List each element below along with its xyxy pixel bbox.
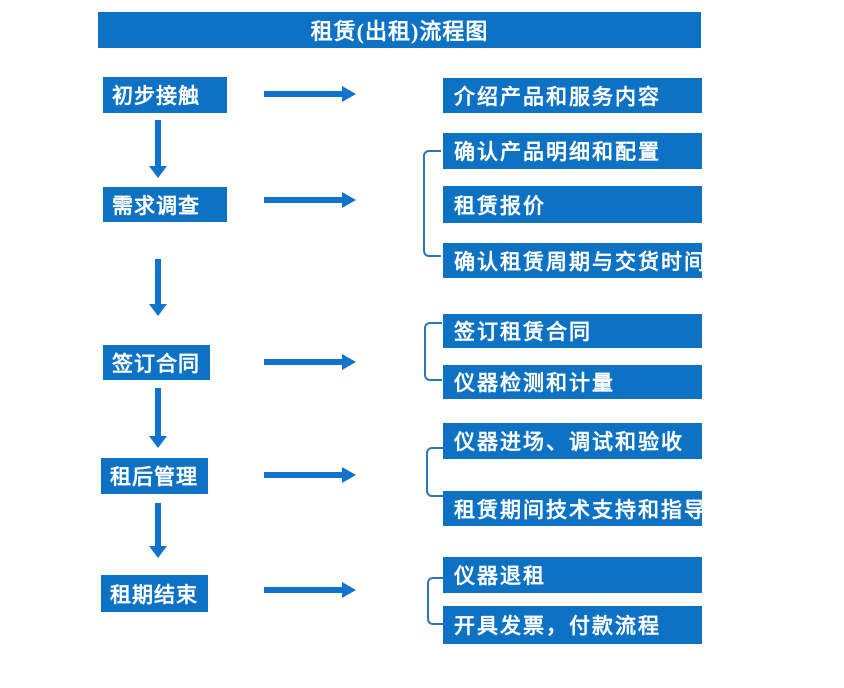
detail-box-instrument-setup-acceptance: 仪器进场、调试和验收 <box>443 423 702 459</box>
down-arrow-3 <box>149 388 167 448</box>
arrow-head-icon <box>342 86 356 102</box>
detail-box-introduce-products: 介绍产品和服务内容 <box>443 78 702 113</box>
stage-box-rental-end: 租期结束 <box>101 575 208 612</box>
group-bracket-post-rental <box>426 447 444 497</box>
arrow-shaft <box>155 259 161 305</box>
detail-box-instrument-testing: 仪器检测和计量 <box>443 365 702 399</box>
arrow-shaft <box>155 503 161 547</box>
group-bracket-demand-survey <box>423 150 441 257</box>
stage-box-initial-contact: 初步接触 <box>103 77 227 113</box>
arrow-head-icon <box>149 546 167 558</box>
stage-box-demand-survey: 需求调查 <box>103 187 227 222</box>
arrow-head-icon <box>342 582 356 598</box>
arrow-head-icon <box>149 436 167 448</box>
arrow-shaft <box>155 120 161 167</box>
arrow-shaft <box>264 359 343 365</box>
detail-box-rental-quote: 租赁报价 <box>443 186 702 223</box>
down-arrow-2 <box>149 259 167 316</box>
right-arrow-5 <box>264 582 356 598</box>
right-arrow-3 <box>264 354 356 370</box>
arrow-head-icon <box>342 192 356 208</box>
detail-box-instrument-return: 仪器退租 <box>443 557 702 593</box>
detail-box-confirm-product-config: 确认产品明细和配置 <box>443 133 702 169</box>
arrow-shaft <box>264 197 343 203</box>
arrow-head-icon <box>149 166 167 178</box>
group-bracket-rental-end <box>427 577 445 625</box>
down-arrow-1 <box>149 120 167 178</box>
detail-box-sign-rental-contract: 签订租赁合同 <box>443 314 702 348</box>
detail-box-tech-support: 租赁期间技术支持和指导 <box>443 491 705 526</box>
detail-box-invoice-payment: 开具发票，付款流程 <box>443 606 702 644</box>
right-arrow-4 <box>264 467 356 483</box>
stage-box-post-rental-management: 租后管理 <box>101 458 208 494</box>
detail-box-confirm-period-delivery: 确认租赁周期与交货时间 <box>443 243 705 278</box>
arrow-shaft <box>264 472 343 478</box>
stage-box-sign-contract: 签订合同 <box>103 345 210 380</box>
down-arrow-4 <box>149 503 167 558</box>
right-arrow-1 <box>264 86 356 102</box>
arrow-shaft <box>155 388 161 437</box>
arrow-shaft <box>264 587 343 593</box>
arrow-head-icon <box>149 304 167 316</box>
arrow-head-icon <box>342 354 356 370</box>
flow-title: 租赁(出租)流程图 <box>98 12 701 48</box>
arrow-shaft <box>264 91 343 97</box>
group-bracket-sign-contract <box>424 322 442 381</box>
arrow-head-icon <box>342 467 356 483</box>
right-arrow-2 <box>264 192 356 208</box>
